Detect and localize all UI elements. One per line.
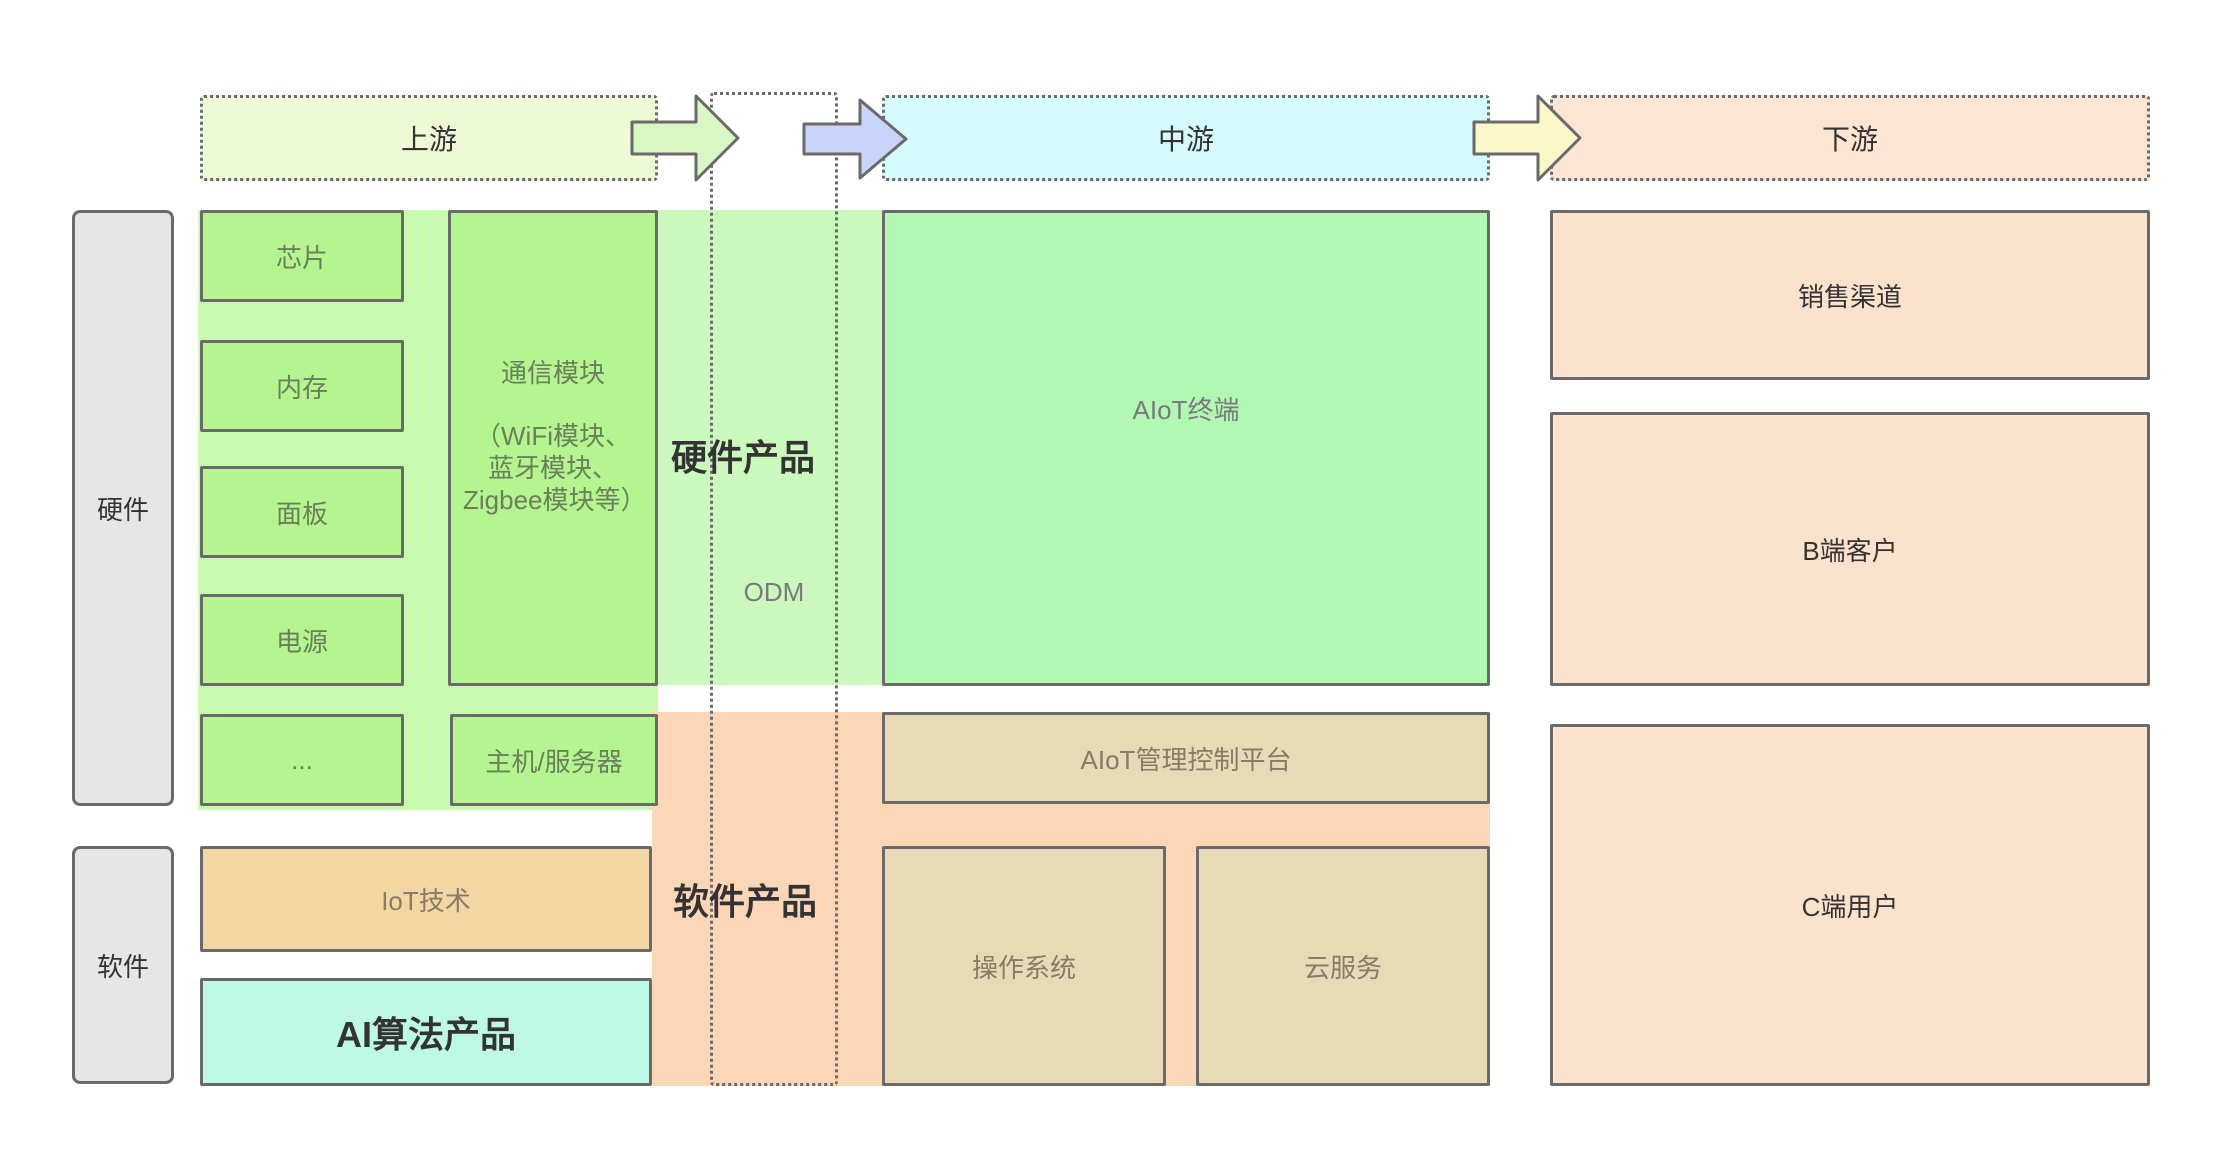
flow-arrow-odm-icon [802,98,908,180]
c-user-label: C端用户 [1801,891,1899,922]
ai-algo-box: AI算法产品 [200,978,652,1086]
chip-label: 芯片 [275,242,328,273]
more-box: ... [200,714,404,806]
comm-module-title: 通信模块 [500,358,605,388]
os-box: 操作系统 [882,846,1166,1086]
sales-channel-box: 销售渠道 [1550,210,2150,380]
aiot-platform-label: AIoT管理控制平台 [1080,744,1292,775]
midstream-header: 中游 [882,95,1490,181]
aiot-terminal-label: AIoT终端 [1132,394,1240,425]
b-client-label: B端客户 [1802,535,1898,566]
memory-box: 内存 [200,340,404,432]
more-label: ... [291,744,313,775]
downstream-label: 下游 [1821,124,1878,155]
host-server-box: 主机/服务器 [450,714,658,806]
flow-arrow-midstream-icon [1472,94,1582,182]
downstream-header: 下游 [1550,95,2150,181]
power-box: 电源 [200,594,404,686]
iot-tech-label: IoT技术 [381,885,471,916]
hardware-category-label: 硬件 [96,494,149,525]
host-server-label: 主机/服务器 [485,746,623,777]
aiot-platform-box: AIoT管理控制平台 [882,712,1490,804]
panel-box: 面板 [200,466,404,558]
hardware-product-panel [658,210,884,685]
ai-algo-label: AI算法产品 [335,1014,516,1055]
memory-label: 内存 [275,372,328,403]
flow-arrow-upstream-icon [630,94,740,182]
hardware-category: 硬件 [72,210,174,806]
midstream-label: 中游 [1157,124,1214,155]
hardware-product-label: 硬件产品 [670,437,815,478]
upstream-label: 上游 [400,124,457,155]
software-category: 软件 [72,846,174,1084]
upstream-header: 上游 [200,95,658,181]
iot-tech-box: IoT技术 [200,846,652,952]
power-label: 电源 [275,626,328,657]
sales-channel-label: 销售渠道 [1797,281,1902,312]
cloud-label: 云服务 [1303,952,1382,983]
cloud-box: 云服务 [1196,846,1490,1086]
panel-label: 面板 [275,498,328,529]
aiot-terminal-box: AIoT终端 [882,210,1490,686]
chip-box: 芯片 [200,210,404,302]
c-user-box: C端用户 [1550,724,2150,1086]
comm-module-detail: （WiFi模块、蓝牙模块、Zigbee模块等） [463,421,647,515]
comm-module-box: 通信模块 （WiFi模块、蓝牙模块、Zigbee模块等） [448,210,658,686]
b-client-box: B端客户 [1550,412,2150,686]
odm-label: ODM [743,576,805,607]
os-label: 操作系统 [971,952,1076,983]
odm-dotted-column [710,92,838,1086]
software-product-label: 软件产品 [672,881,817,922]
software-category-label: 软件 [96,951,149,982]
